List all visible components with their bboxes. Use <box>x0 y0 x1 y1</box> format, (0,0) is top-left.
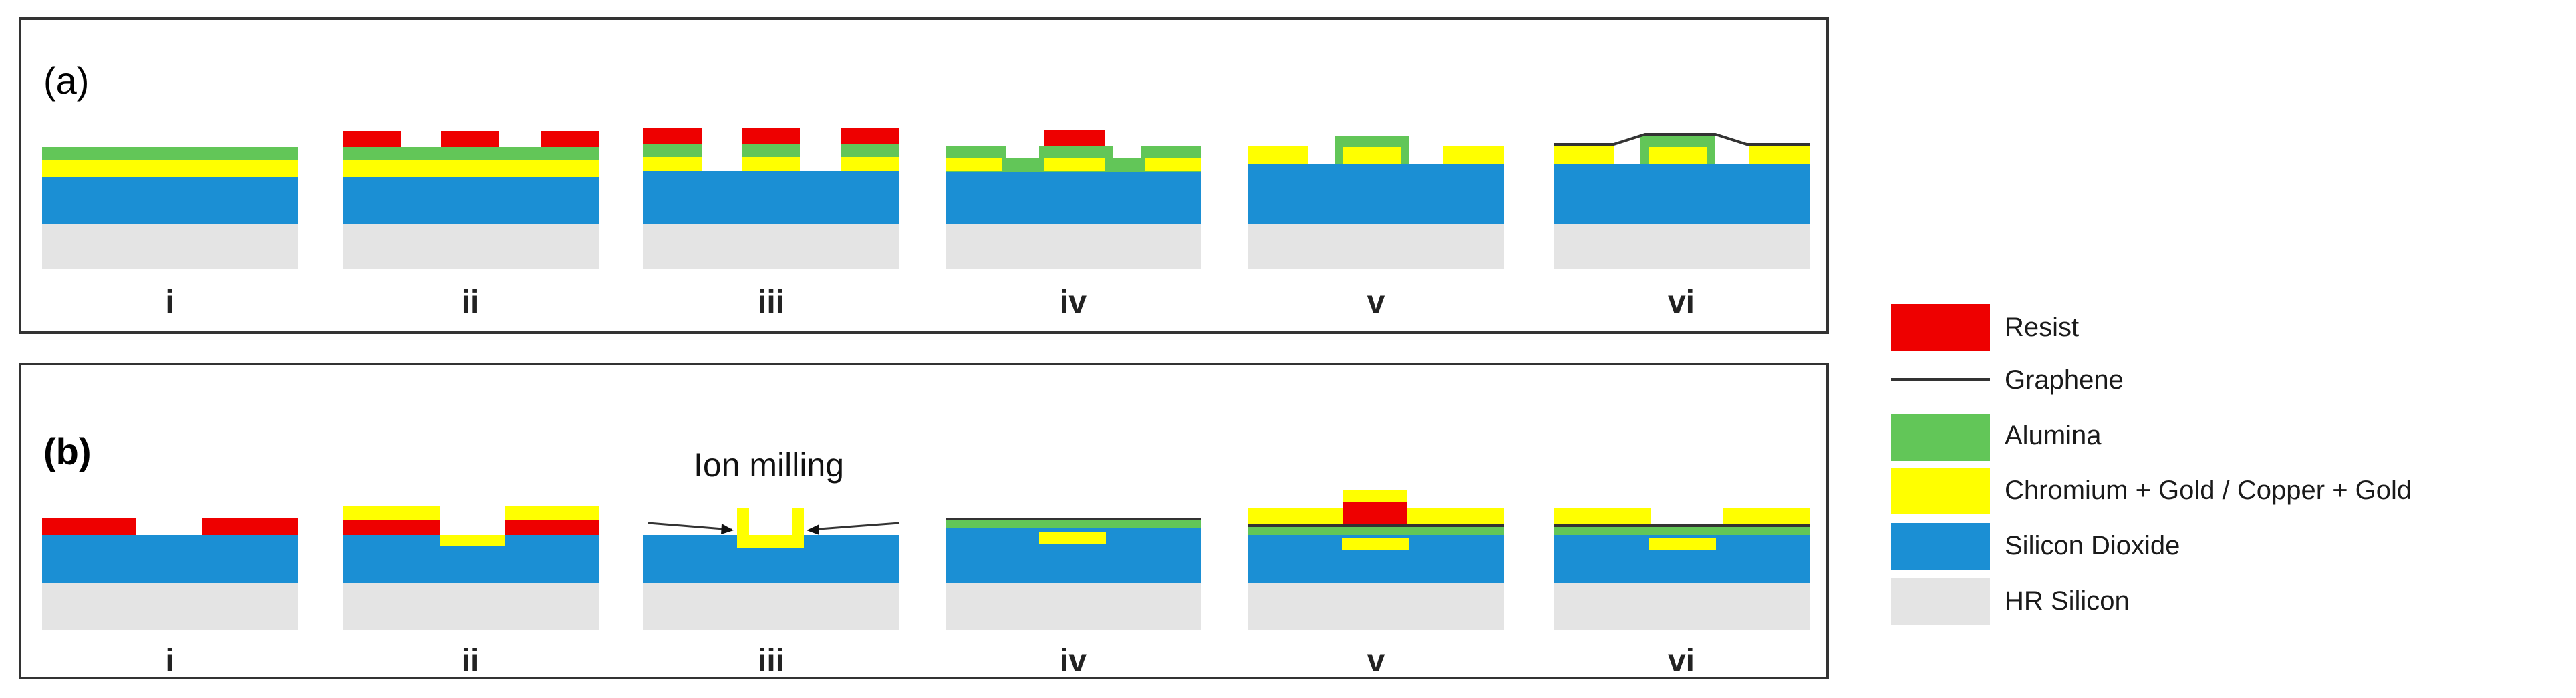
panel-a-step-iv <box>946 130 1201 269</box>
panel-a-step-vi <box>1554 133 1810 269</box>
legend-swatch-hr-silicon <box>1891 578 1990 625</box>
step-label: iii <box>758 643 784 679</box>
panel-a-step-v <box>1248 136 1504 269</box>
step-label: vi <box>1668 643 1695 679</box>
step-label: v <box>1367 643 1385 679</box>
panel-a-frame <box>19 17 1829 334</box>
panel-a-step-labels: i ii iii iv v vi <box>165 285 1695 320</box>
step-label: iv <box>1060 643 1087 679</box>
panel-a-step-iii <box>643 128 899 269</box>
legend-label-alumina: Alumina <box>2005 421 2102 450</box>
panel-a-label: (a) <box>43 59 89 102</box>
panel-a-step-i <box>42 147 298 269</box>
legend-swatch-resist <box>1891 304 1990 351</box>
ion-milling-label: Ion milling <box>694 446 844 484</box>
panel-b-step-iv <box>946 518 1201 630</box>
panel-b-step-i <box>42 518 298 630</box>
legend-swatch-metal <box>1891 468 1990 514</box>
legend-label-sio2: Silicon Dioxide <box>2005 531 2180 560</box>
panel-a-step-ii <box>343 131 599 269</box>
legend-swatch-alumina <box>1891 414 1990 461</box>
step-label: i <box>165 285 174 320</box>
step-label: v <box>1367 285 1385 320</box>
legend-label-graphene: Graphene <box>2005 365 2124 395</box>
legend-label-hr-silicon: HR Silicon <box>2005 586 2130 616</box>
panel-b-step-vi <box>1554 508 1810 630</box>
step-label: ii <box>462 643 480 679</box>
step-label: vi <box>1668 285 1695 320</box>
step-label: ii <box>462 285 480 320</box>
step-label: iv <box>1060 285 1087 320</box>
panel-b-step-iii <box>643 508 900 630</box>
panel-b-step-v <box>1248 490 1504 630</box>
ion-beam-left-arrow <box>648 522 732 531</box>
legend-label-metal: Chromium + Gold / Copper + Gold <box>2005 476 2412 505</box>
ion-beam-right-arrow <box>809 522 900 531</box>
step-label: iii <box>758 285 784 320</box>
legend-label-resist: Resist <box>2005 313 2079 342</box>
panel-b-frame <box>19 363 1829 679</box>
legend: Resist Graphene Alumina Chromium + Gold … <box>1891 304 2412 625</box>
panel-b-step-ii <box>343 506 599 630</box>
panel-b-label: (b) <box>43 430 92 472</box>
panel-b-step-labels: i ii iii iv v vi <box>165 643 1695 679</box>
legend-swatch-sio2 <box>1891 523 1990 570</box>
step-label: i <box>165 643 174 679</box>
graphene-sheet <box>1554 133 1810 146</box>
